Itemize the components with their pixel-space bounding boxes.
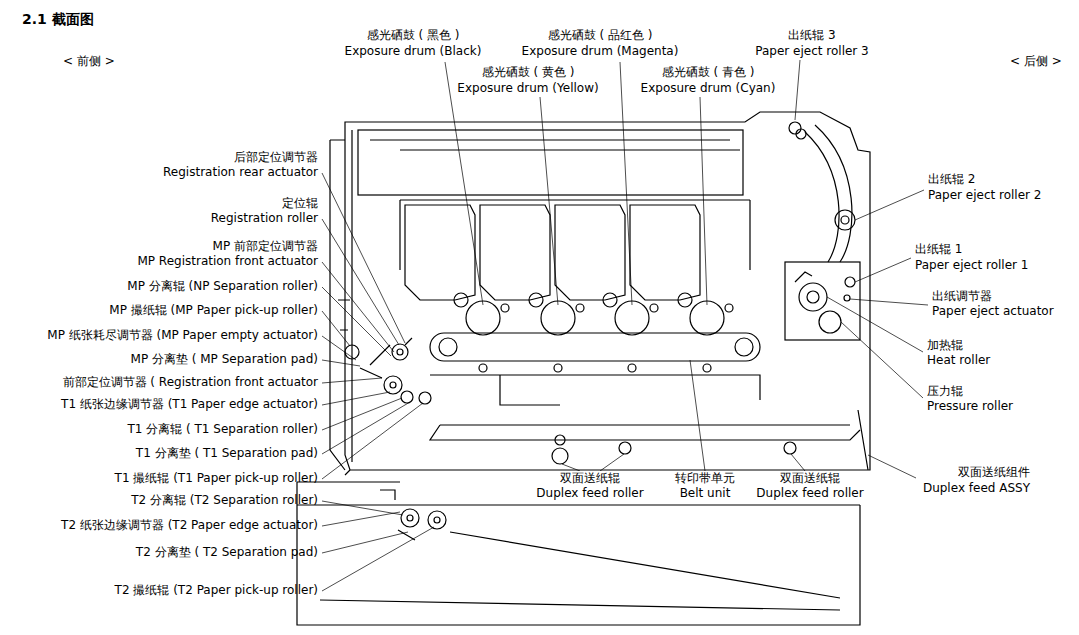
part-label: 出纸辊 1 xyxy=(915,242,962,257)
part-label: 出纸辊 2 xyxy=(928,172,975,187)
part-label: Duplex feed roller xyxy=(754,486,865,501)
part-label: Exposure drum (Magenta) xyxy=(520,44,681,59)
part-label: MP 前部定位调节器 xyxy=(213,239,318,254)
part-label: 双面送纸组件 xyxy=(958,465,1030,480)
part-label: Exposure drum (Yellow) xyxy=(455,81,600,96)
part-label: Paper eject roller 1 xyxy=(915,258,1028,273)
part-label: 转印带单元 xyxy=(673,471,737,486)
part-label: Duplex feed roller xyxy=(534,486,645,501)
part-label: MP Registration front actuator xyxy=(137,254,318,269)
part-label: 压力辊 xyxy=(927,384,963,399)
part-label: 定位辊 xyxy=(282,196,318,211)
section-title: 2.1 截面图 xyxy=(22,11,94,29)
part-label: 双面送纸辊 xyxy=(778,471,842,486)
part-label: Registration roller xyxy=(211,211,318,226)
part-label: 出纸调节器 xyxy=(932,289,992,304)
part-label: Exposure drum (Black) xyxy=(343,44,484,59)
part-label: 感光硒鼓 ( 黑色 ) xyxy=(365,28,462,43)
part-label: 双面送纸辊 xyxy=(558,471,622,486)
part-label: T2 撮纸辊 (T2 Paper pick-up roller) xyxy=(115,583,318,598)
part-label: Paper eject actuator xyxy=(932,304,1054,319)
part-label: Paper eject roller 2 xyxy=(928,188,1041,203)
part-label: Heat roller xyxy=(927,353,990,368)
part-label: MP 纸张耗尽调节器 (MP Paper empty actuator) xyxy=(47,328,318,343)
part-label: < 后侧 > xyxy=(1010,54,1062,69)
part-label: T1 纸张边缘调节器 (T1 Paper edge actuator) xyxy=(61,397,318,412)
part-label: 感光硒鼓 ( 青色 ) xyxy=(660,65,757,80)
part-label: Pressure roller xyxy=(927,399,1013,414)
part-label: 后部定位调节器 xyxy=(234,150,318,165)
part-label: 加热辊 xyxy=(927,338,963,353)
part-label: 出纸辊 3 xyxy=(786,28,837,43)
part-label: 感光硒鼓 ( 品红色 ) xyxy=(546,28,655,43)
part-label: MP 撮纸辊 (MP Paper pick-up roller) xyxy=(109,303,318,318)
part-label: Paper eject roller 3 xyxy=(753,44,870,59)
part-label: Exposure drum (Cyan) xyxy=(639,81,778,96)
part-label: T2 纸张边缘调节器 (T2 Paper edge actuator) xyxy=(61,518,318,533)
part-label: T2 分离垫 ( T2 Separation pad) xyxy=(136,545,318,560)
part-label: < 前侧 > xyxy=(63,54,115,69)
part-label: 感光硒鼓 ( 黄色 ) xyxy=(480,65,577,80)
part-label: 前部定位调节器 ( Registration front actuator xyxy=(63,375,318,390)
part-label: T1 分离垫 ( T1 Separation pad) xyxy=(136,446,318,461)
part-label: T2 分离辊 (T2 Separation roller) xyxy=(131,493,318,508)
part-label: Duplex feed ASSY xyxy=(923,481,1030,496)
part-label: MP 分离辊 (NP Separation roller) xyxy=(127,279,318,294)
part-label: Belt unit xyxy=(678,486,733,501)
part-label: MP 分离垫 ( MP Separation pad) xyxy=(131,352,318,367)
part-label: Registration rear actuator xyxy=(163,165,318,180)
part-label: T1 撮纸辊 (T1 Paper pick-up roller) xyxy=(115,471,318,486)
part-label: T1 分离辊 ( T1 Separation roller) xyxy=(127,422,318,437)
